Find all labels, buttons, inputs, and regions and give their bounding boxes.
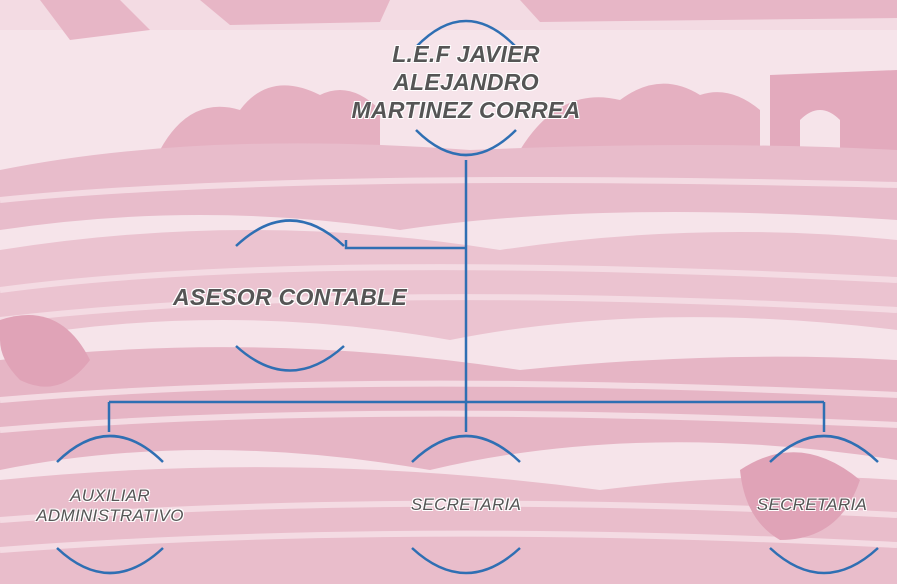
watermark-hill-1: [0, 143, 897, 230]
watermark-top-shape-mid: [200, 0, 390, 25]
assistant-title-line-1: AUXILIAR: [70, 486, 150, 505]
watermark-hill-2: [0, 230, 897, 340]
connector-advisor: [344, 240, 466, 250]
assistant-title-line-2: ADMINISTRATIVO: [36, 506, 184, 525]
secretary-2-title: SECRETARIA: [756, 495, 868, 514]
assistant-arc-bottom: [56, 547, 164, 575]
advisor-node-label: ASESOR CONTABLE: [140, 283, 440, 311]
secretary-2-arc-bottom: [769, 547, 879, 575]
advisor-title: ASESOR CONTABLE: [172, 284, 408, 310]
secretary-1-arc-bottom: [411, 547, 521, 575]
secretary-1-node-label: SECRETARIA: [366, 495, 566, 515]
director-arc-top: [415, 19, 517, 48]
watermark-building-window: [800, 110, 840, 150]
secretary-1-title: SECRETARIA: [410, 495, 522, 514]
secretary-2-arc-top: [769, 434, 879, 463]
secretary-2-node-label: SECRETARIA: [727, 495, 897, 515]
director-name-line-1: L.E.F JAVIER: [392, 41, 540, 67]
director-arc-bottom: [415, 129, 517, 157]
director-node-label: L.E.F JAVIER ALEJANDRO MARTINEZ CORREA: [316, 40, 616, 124]
watermark-furrows: [0, 177, 897, 553]
watermark-leaf-right: [740, 452, 860, 540]
watermark-hill-3: [0, 347, 897, 470]
assistant-arc-top: [56, 434, 164, 463]
advisor-arc-bottom: [235, 345, 345, 372]
secretary-1-arc-top: [411, 434, 521, 463]
director-name-line-2: ALEJANDRO: [393, 69, 539, 95]
assistant-node-label: AUXILIAR ADMINISTRATIVO: [20, 486, 200, 526]
advisor-arc-top: [235, 219, 345, 247]
watermark-top-shape-left: [40, 0, 150, 40]
director-name-line-3: MARTINEZ CORREA: [351, 97, 581, 123]
watermark-top-shape-right: [520, 0, 897, 22]
connector-lines: [107, 160, 826, 432]
watermark-trees-right: [520, 83, 760, 150]
node-arcs: [56, 19, 879, 575]
watermark-leaf-left: [0, 315, 90, 387]
watermark-hill-4: [0, 467, 897, 584]
